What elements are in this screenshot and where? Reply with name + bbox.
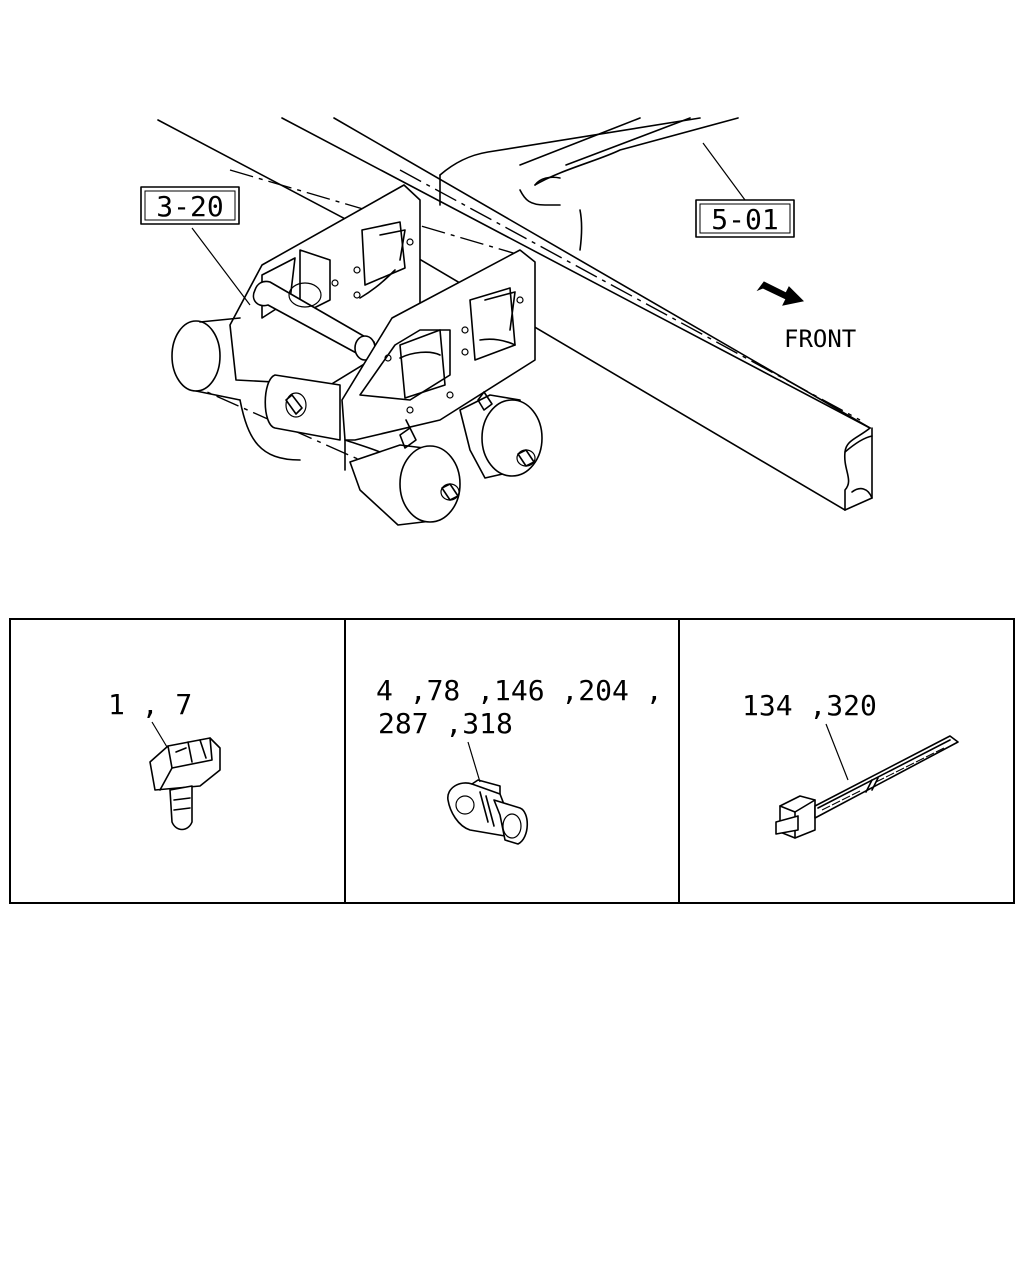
- callout-5-01: 5-01: [695, 199, 795, 238]
- panel-1-part-numbers: 1 , 7: [108, 688, 192, 721]
- panel-cable-tie: 134 ,320: [742, 689, 959, 839]
- main-assembly: 3-20 5-01 FRONT: [140, 117, 873, 526]
- front-tank-1: [349, 419, 461, 526]
- left-rear-tank: [171, 317, 301, 461]
- leader-5-01: [702, 142, 746, 201]
- arrow-right-down-icon: [756, 281, 805, 306]
- ref-3-20-label: 3-20: [156, 190, 223, 223]
- callout-3-20: 3-20: [140, 186, 240, 225]
- parts-table: [9, 618, 1015, 904]
- front-label: FRONT: [784, 325, 856, 353]
- cable-tie-part: [775, 735, 959, 839]
- cable-tie-leader: [825, 723, 849, 781]
- centerline-2: [399, 169, 861, 421]
- panel-2-part-numbers-line2: 287 ,318: [378, 707, 513, 740]
- front-bracket: [341, 249, 536, 471]
- leader-3-20: [191, 227, 251, 306]
- panel-2-part-numbers-line1: 4 ,78 ,146 ,204 ,: [376, 674, 663, 707]
- cross-member: [439, 117, 739, 251]
- panel-clip: 1 , 7: [108, 688, 221, 831]
- panel-3-part-numbers: 134 ,320: [742, 689, 877, 722]
- clip-part: [149, 737, 221, 831]
- panel-clamp: 4 ,78 ,146 ,204 , 287 ,318: [376, 674, 663, 845]
- cable-tie-teeth: [821, 747, 945, 811]
- front-tank-2: [459, 391, 543, 479]
- ref-5-01-label: 5-01: [711, 203, 778, 236]
- clamp-leader: [467, 741, 481, 783]
- clamp-part: [447, 779, 529, 845]
- lower-rear-tank: [264, 374, 341, 441]
